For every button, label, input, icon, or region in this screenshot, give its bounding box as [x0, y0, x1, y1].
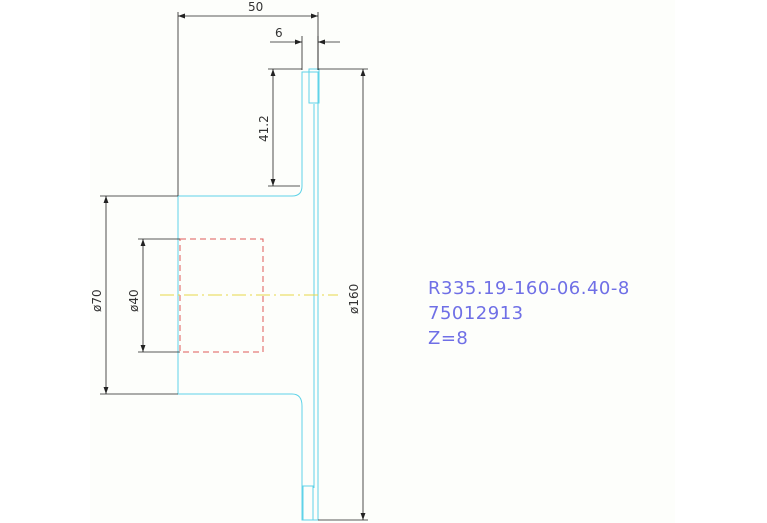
dim-text-overall-length: 50: [248, 0, 263, 14]
dim-overall-length: [177, 12, 319, 196]
note-part-code: R335.19-160-06.40-8: [428, 278, 630, 299]
dim-text-bore-diameter: ø40: [127, 289, 141, 312]
dim-text-hub-diameter: ø70: [90, 289, 104, 312]
hub-profile: [177, 71, 319, 521]
dim-text-tooth-height: 41.2: [257, 115, 271, 142]
part-outline: [177, 68, 320, 521]
dim-flange-thickness: [270, 36, 340, 70]
dim-outer-diameter: [318, 68, 368, 521]
dim-tooth-height: [268, 68, 302, 187]
dim-hub-diameter: [100, 195, 178, 395]
dim-text-outer-diameter: ø160: [347, 284, 361, 314]
note-order-number: 75012913: [428, 303, 524, 324]
dim-bore-diameter: [138, 238, 180, 353]
dim-text-flange-thickness: 6: [275, 26, 283, 40]
tooth-slot-bottom: [302, 485, 314, 521]
drawing-sheet: [90, 0, 675, 523]
note-teeth-count: Z=8: [428, 328, 468, 349]
tooth-slot-top: [308, 68, 320, 104]
